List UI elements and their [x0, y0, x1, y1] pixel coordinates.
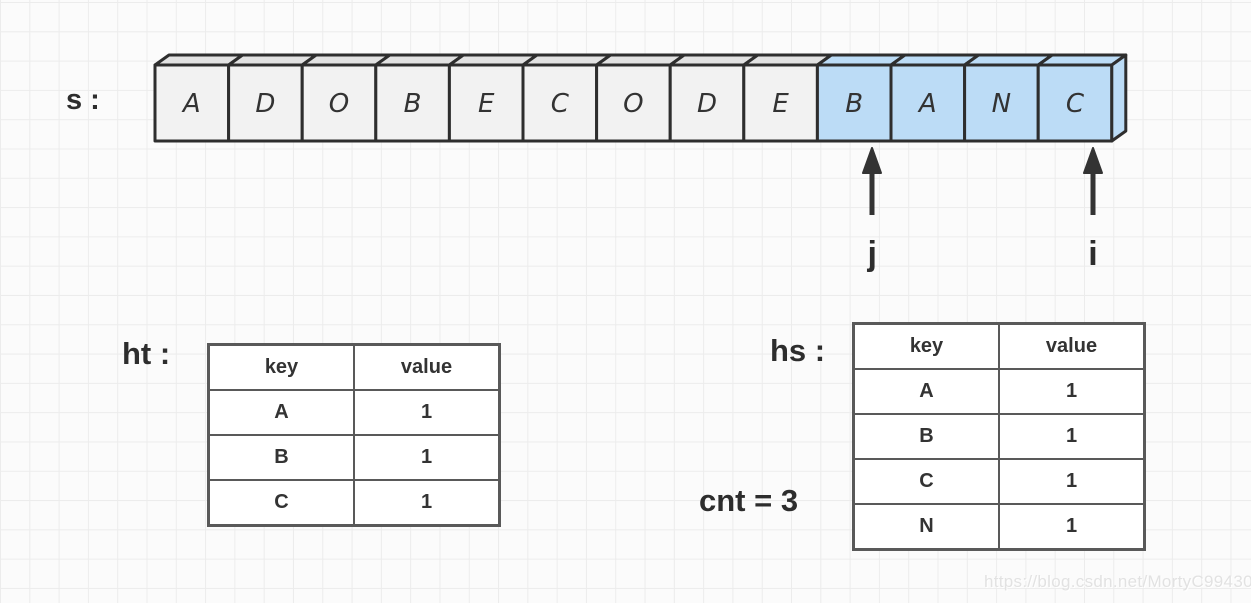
up-arrow-icon [862, 147, 883, 215]
table-cell: B [207, 434, 355, 481]
string-cell-char: A [917, 89, 937, 119]
table-header-cell: value [998, 322, 1146, 370]
table-header-cell: value [353, 343, 501, 391]
table-cell: 1 [353, 389, 501, 436]
table-cell: 1 [998, 413, 1146, 460]
string-cell: A [153, 53, 245, 143]
table-cell: N [852, 503, 1000, 551]
cnt-label: cnt = 3 [699, 483, 799, 518]
up-arrow-icon [1083, 147, 1103, 215]
string-cell-char: B [845, 89, 863, 119]
string-cell: A [889, 53, 981, 143]
strip-side-face [1110, 53, 1128, 143]
table-header-cell: key [207, 343, 355, 391]
table-cell: 1 [353, 434, 501, 481]
string-cell: O [300, 53, 392, 143]
table-cell: 1 [353, 479, 501, 527]
string-cell-char: E [478, 89, 495, 119]
table-cell: C [207, 479, 355, 527]
string-cell-char: N [992, 89, 1011, 119]
table-cell: A [207, 389, 355, 436]
string-cell-char: O [329, 89, 349, 119]
table-cell: C [852, 458, 1000, 505]
string-cell: D [227, 53, 318, 143]
string-cell-char: E [772, 89, 789, 119]
string-cell: D [668, 53, 760, 143]
table-cell: 1 [998, 368, 1146, 415]
watermark: https://blog.csdn.net/MortyC99430 [984, 572, 1251, 591]
string-cell: C [1036, 53, 1128, 143]
string-cell-char: C [1066, 89, 1085, 119]
table-cell: 1 [998, 503, 1146, 551]
ht-table-label: ht : [122, 336, 171, 371]
string-cell: E [742, 53, 833, 143]
string-label: s : [66, 84, 100, 116]
string-cell-char: A [181, 89, 201, 119]
string-cell-char: O [623, 89, 643, 119]
string-cell: N [963, 53, 1054, 143]
pointer-j-label: j [867, 235, 877, 273]
hs-table-label: hs : [770, 333, 826, 368]
string-cell-char: C [551, 89, 570, 119]
string-cell: O [595, 53, 686, 143]
pointer-i-label: i [1088, 235, 1098, 273]
string-cell: B [374, 53, 465, 143]
pointer-j: j [848, 147, 896, 274]
pointer-i: i [1069, 147, 1117, 274]
string-cell-char: B [404, 89, 422, 119]
string-cell-char: D [255, 89, 275, 119]
table-header-cell: key [852, 322, 1000, 370]
table-cell: A [852, 368, 1000, 415]
string-cell-char: D [697, 89, 717, 119]
table-cell: 1 [998, 458, 1146, 505]
table-cell: B [852, 413, 1000, 460]
